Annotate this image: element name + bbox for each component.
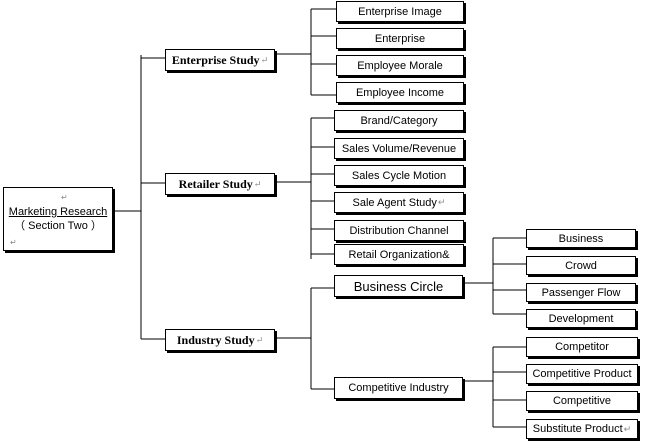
- node-sales-volume-revenue: Sales Volume/Revenue: [334, 138, 464, 159]
- node-label: Business: [558, 232, 604, 245]
- root-node-marketing-research: ↵ Marketing Research （ Section Two ） ↵: [3, 187, 113, 251]
- node-competitive-product: Competitive Product: [526, 364, 638, 384]
- node-enterprise-study: Enterprise Study↵: [165, 49, 275, 71]
- node-label: Business Circle: [353, 278, 444, 294]
- node-employee-morale: Employee Morale: [336, 55, 464, 76]
- node-enterprise: Enterprise: [336, 28, 464, 49]
- root-title: Marketing Research: [8, 206, 108, 218]
- node-label: Competitive Product: [532, 368, 632, 380]
- node-label: Enterprise Study: [171, 52, 260, 67]
- node-label: Sales Cycle Motion: [351, 169, 447, 182]
- node-sale-agent-study: Sale Agent Study↵: [334, 192, 464, 213]
- paragraph-mark: ↵: [253, 178, 262, 189]
- node-label: Retail Organization&: [348, 248, 450, 261]
- node-label: Employee Morale: [357, 59, 443, 72]
- node-business-circle: Business Circle: [334, 275, 463, 297]
- node-label: Crowd: [565, 259, 597, 272]
- node-label: Employee Income: [355, 86, 445, 99]
- node-distribution-channel: Distribution Channel: [334, 220, 464, 241]
- node-label: Brand/Category: [360, 114, 438, 127]
- node-business: Business: [526, 229, 636, 248]
- node-sales-cycle-motion: Sales Cycle Motion: [334, 165, 464, 186]
- node-crowd: Crowd: [526, 256, 636, 275]
- paragraph-mark: ↵: [61, 193, 68, 202]
- node-retailer-study: Retailer Study↵: [165, 173, 275, 195]
- node-label: Competitive Industry: [348, 382, 449, 394]
- node-label: Passenger Flow: [541, 286, 621, 299]
- node-competitive-industry: Competitive Industry: [334, 377, 463, 399]
- node-label: Substitute Product: [532, 423, 623, 435]
- paragraph-mark: ↵: [623, 423, 632, 434]
- node-enterprise-image: Enterprise Image: [336, 1, 464, 22]
- node-passenger-flow: Passenger Flow: [526, 283, 636, 302]
- node-label: Sales Volume/Revenue: [341, 142, 457, 155]
- paragraph-mark: ↵: [10, 238, 17, 247]
- node-label: Distribution Channel: [349, 224, 449, 237]
- root-subtitle: （ Section Two ）: [14, 220, 102, 232]
- paragraph-mark: ↵: [255, 334, 264, 345]
- node-substitute-product: Substitute Product↵: [526, 419, 638, 439]
- node-label: Enterprise Image: [358, 5, 442, 18]
- node-label: Retailer Study: [178, 176, 253, 191]
- paragraph-mark: ↵: [260, 54, 269, 65]
- node-label: Industry Study: [176, 332, 255, 347]
- node-label: Competitive: [552, 395, 612, 407]
- node-retail-organization: Retail Organization&: [334, 244, 464, 265]
- node-label: Enterprise: [374, 32, 426, 45]
- node-competitor: Competitor: [526, 337, 638, 357]
- node-employee-income: Employee Income: [336, 82, 464, 103]
- node-development: Development: [526, 309, 636, 328]
- node-label: Development: [548, 312, 614, 325]
- node-label: Competitor: [555, 341, 609, 353]
- node-industry-study: Industry Study↵: [165, 329, 275, 351]
- node-brand-category: Brand/Category: [334, 110, 464, 131]
- node-competitive: Competitive: [526, 391, 638, 411]
- node-label: Sale Agent Study: [352, 196, 437, 209]
- paragraph-mark: ↵: [437, 197, 446, 207]
